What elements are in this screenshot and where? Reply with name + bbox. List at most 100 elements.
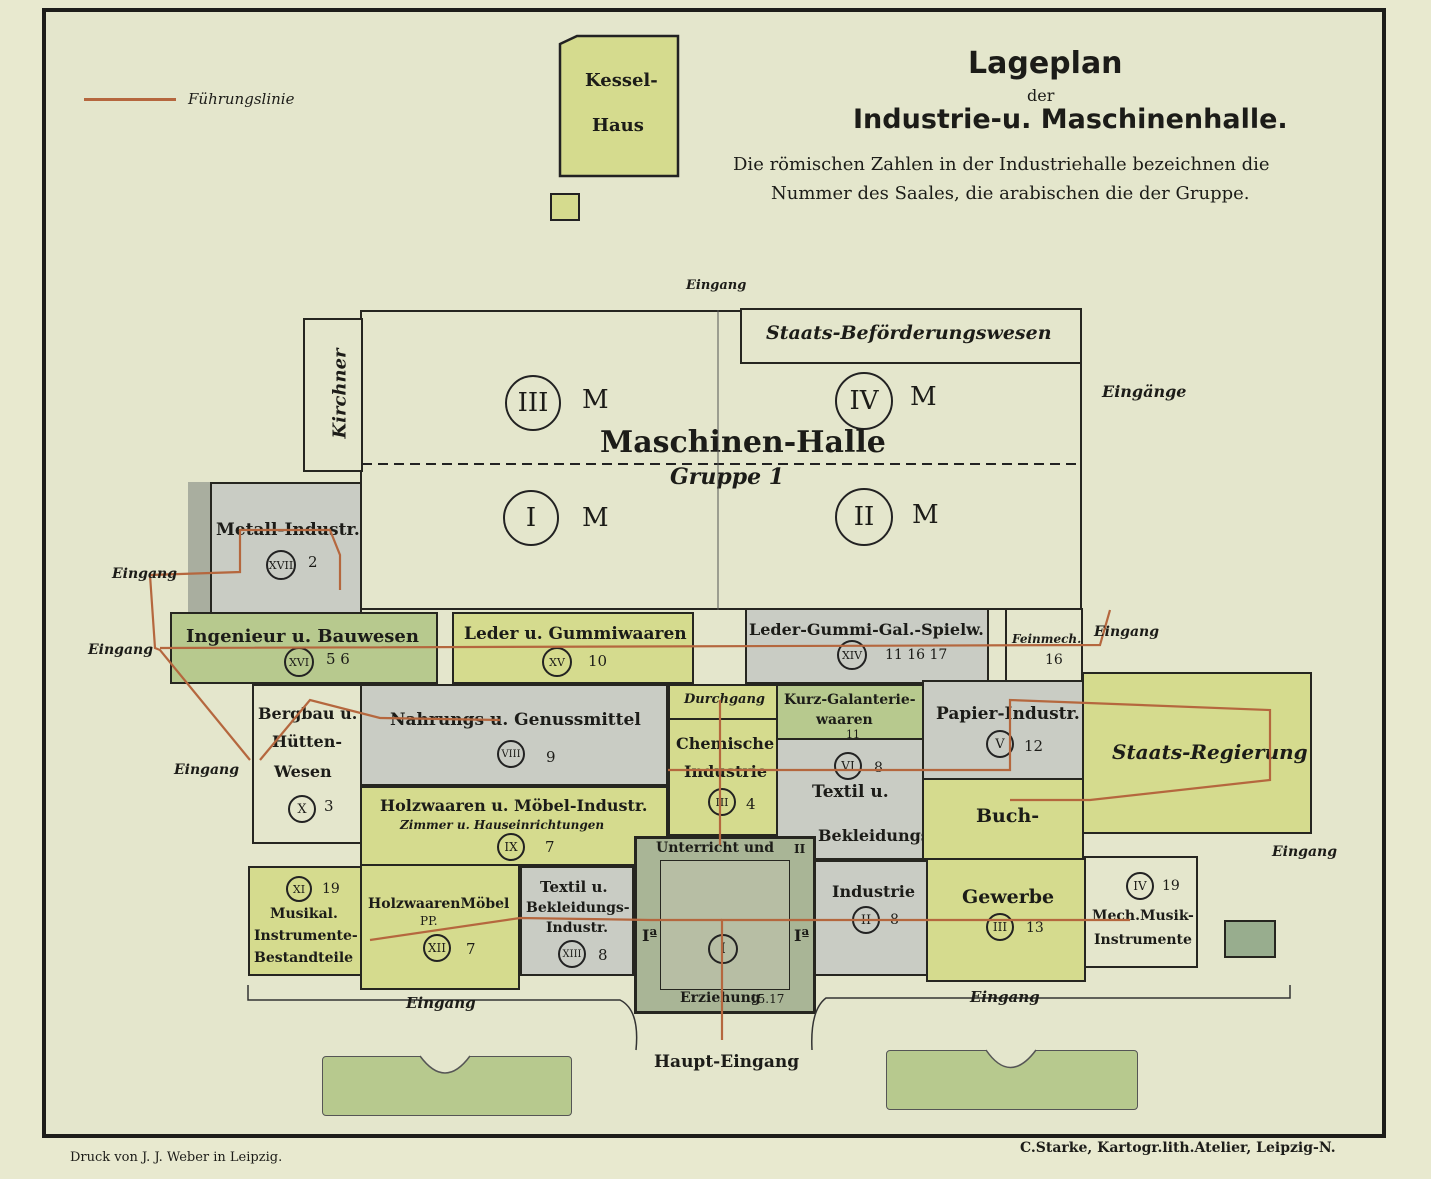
industrie-room <box>814 860 928 976</box>
chemische-line1: Chemische <box>676 734 775 753</box>
papier-label: Papier-Industr. <box>936 704 1080 724</box>
bergbau-group: 3 <box>324 797 334 815</box>
holz-moebel-group: 7 <box>545 838 555 856</box>
bergbau-line3: Wesen <box>274 762 332 781</box>
hall-room-ii-number: II <box>835 488 893 546</box>
unterricht-inner <box>660 860 790 990</box>
unterricht-groups: 15.17 <box>750 992 785 1006</box>
musikal-line2: Instrumente- <box>254 928 358 944</box>
nahrung-roman: VIII <box>497 740 525 768</box>
nahrung-label: Nahrungs u. Genussmittel <box>390 710 641 730</box>
musikal-line3: Bestandteile <box>254 950 354 966</box>
durchgang-label: Durchgang <box>684 692 765 707</box>
chemische-group: 4 <box>746 795 756 813</box>
route-lines <box>148 528 1272 1040</box>
gewerbe-group: 13 <box>1026 920 1044 936</box>
eingang-metall: Eingang <box>112 566 177 582</box>
holzwaaren-moebel-line2: PP. <box>420 914 438 928</box>
kurz-room <box>776 684 924 740</box>
musikal-roman: XI <box>286 876 312 902</box>
legend-label: Führungslinie <box>188 90 295 108</box>
maschinen-halle-gruppe: Gruppe 1 <box>670 464 785 490</box>
metall-group: 2 <box>308 553 318 571</box>
musikal-line1: Musikal. <box>270 906 338 922</box>
eingaenge-right: Eingänge <box>1102 382 1187 401</box>
eingang-front-left: Eingang <box>406 994 476 1012</box>
textil-small-line1: Textil u. <box>540 878 608 896</box>
textil-small-group: 8 <box>598 946 608 964</box>
leder-gummi-gal-label: Leder-Gummi-Gal.-Spielw. <box>749 620 984 639</box>
unterricht-roman-top: II <box>794 842 806 856</box>
industrie-label: Industrie <box>832 882 916 901</box>
bergbau-roman: X <box>288 795 316 823</box>
ingenieur-label: Ingenieur u. Bauwesen <box>186 626 419 647</box>
gewerbe-label: Gewerbe <box>962 886 1055 908</box>
holz-moebel-label: Holzwaaren u. Möbel-Industr. <box>380 796 648 815</box>
nahrung-group: 9 <box>546 748 556 766</box>
textil-group-a: 8 <box>874 760 883 776</box>
staats-regierung-room <box>1082 672 1312 834</box>
holzwaaren-moebel-room <box>360 864 520 990</box>
lawn-right-notch <box>985 1049 1037 1069</box>
leder-gummi-gal-group: 11 16 17 <box>885 647 948 663</box>
hall-room-i-letter: M <box>582 503 609 533</box>
holzwaaren-moebel-roman: XII <box>423 934 451 962</box>
haupt-eingang-label: Haupt-Eingang <box>654 1052 800 1072</box>
papier-group: 12 <box>1024 737 1044 755</box>
hall-room-iv-letter: M <box>910 382 937 412</box>
hall-room-i-number: I <box>503 490 559 546</box>
musikal-group: 19 <box>322 881 340 897</box>
mech-musik-group: 19 <box>1162 878 1180 894</box>
hall-room-iii-number: III <box>505 375 561 431</box>
front-path <box>247 985 638 1051</box>
maschinen-halle-title: Maschinen-Halle <box>600 425 886 460</box>
staats-befoerderung-room <box>740 308 1082 364</box>
kurz-group: 11 <box>846 728 860 741</box>
small-square-right <box>1224 920 1276 958</box>
eingang-feinmech: Eingang <box>1094 624 1159 640</box>
gewerbe-roman: III <box>986 913 1014 941</box>
mech-musik-line2: Instrumente <box>1094 932 1192 948</box>
chemische-line2: Industrie <box>684 762 768 781</box>
hall-room-iii-letter: M <box>582 385 609 415</box>
leder-gummi-group: 10 <box>588 652 608 670</box>
lawn-left-notch <box>419 1055 471 1074</box>
eingang-staats-regierung: Eingang <box>1272 844 1337 860</box>
metall-roman: XVII <box>266 550 296 580</box>
leder-gummi-roman: XV <box>542 647 572 677</box>
kessel-haus-shape <box>558 34 680 178</box>
holz-moebel-sub: Zimmer u. Hauseinrichtungen <box>400 818 605 832</box>
footer-left: Druck von J. J. Weber in Leipzig. <box>70 1150 283 1165</box>
textil-small-roman: XIII <box>558 940 586 968</box>
kurz-line2: waaren <box>816 712 873 728</box>
footer-right: C.Starke, Kartogr.lith.Atelier, Leipzig-… <box>1020 1140 1336 1156</box>
unterricht-line2: Erziehung <box>680 990 761 1006</box>
holzwaaren-moebel-line1: HolzwaarenMöbel <box>368 896 510 912</box>
textil-line1: Textil u. <box>812 782 889 802</box>
textil-line2: Bekleidungs- <box>818 826 937 845</box>
buch-label: Buch- <box>976 805 1040 827</box>
kessel-annex <box>550 193 580 221</box>
unterricht-line1: Unterricht und <box>656 840 775 856</box>
kessel-label-1: Kessel- <box>585 70 658 91</box>
eingang-ingenieur: Eingang <box>88 642 153 658</box>
eingang-top: Eingang <box>686 278 747 293</box>
map-title: Lageplan <box>968 46 1123 81</box>
buch-room <box>922 778 1084 860</box>
nahrung-room <box>360 684 668 786</box>
ingenieur-group: 5 6 <box>326 650 350 668</box>
legend-line <box>84 98 176 101</box>
staats-befoerderung-label: Staats-Beförderungswesen <box>766 322 1052 344</box>
holz-moebel-roman: IX <box>497 833 525 861</box>
eingang-front-right: Eingang <box>970 988 1040 1006</box>
textil-small-line3: Industr. <box>546 920 609 936</box>
mech-musik-roman: IV <box>1126 872 1154 900</box>
map-description-2: Nummer des Saales, die arabischen die de… <box>771 183 1250 204</box>
chemische-room <box>668 718 778 836</box>
map-title-der: der <box>1027 86 1055 105</box>
leder-gummi-label: Leder u. Gummiwaaren <box>464 624 687 644</box>
hall-room-ii-letter: M <box>912 500 939 530</box>
bergbau-line1: Bergbau u. <box>258 704 358 723</box>
map-subtitle: Industrie-u. Maschinenhalle. <box>853 104 1288 135</box>
